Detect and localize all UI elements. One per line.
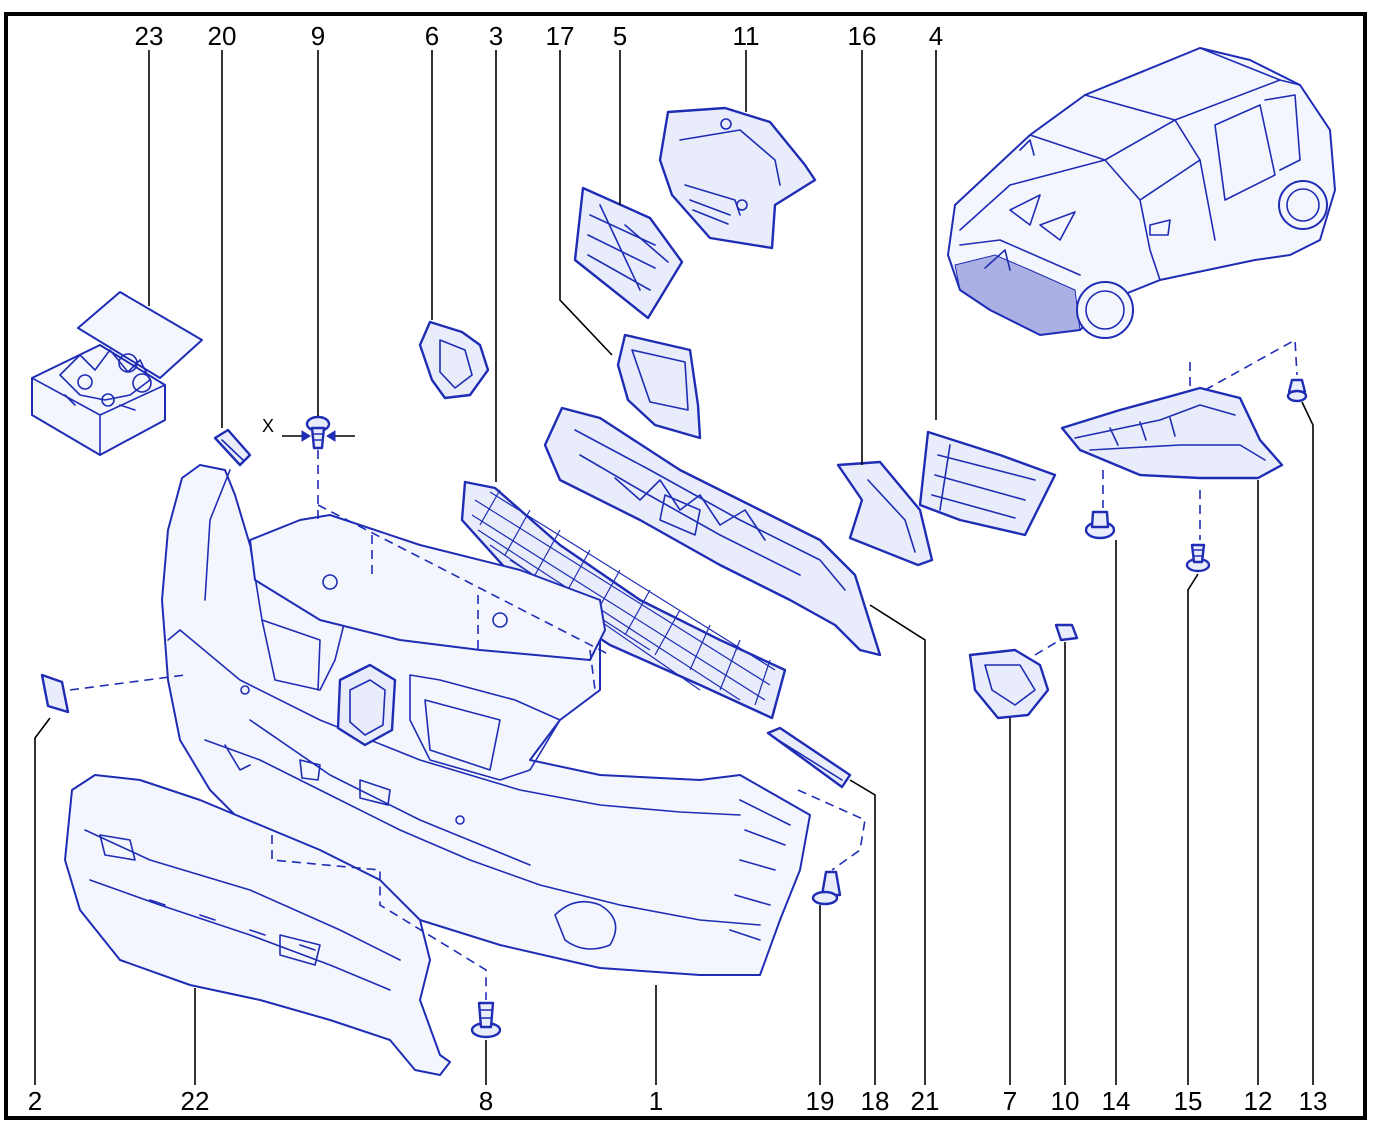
callout-6: 6 — [425, 21, 439, 51]
callout-7: 7 — [1003, 1086, 1017, 1116]
assembly-lines — [69, 338, 1298, 1000]
part-18-strip — [766, 726, 852, 789]
part-17-bracket — [616, 333, 702, 440]
callout-2: 2 — [28, 1086, 42, 1116]
diagram-frame — [4, 12, 1367, 1120]
part-2-clip — [40, 673, 70, 714]
part-21-grille-frame — [543, 406, 882, 657]
callout-4: 4 — [929, 21, 943, 51]
callout-20: 20 — [208, 21, 237, 51]
callout-12: 12 — [1244, 1086, 1273, 1116]
callout-9: 9 — [311, 21, 325, 51]
part-22-skid-plate — [64, 774, 451, 1076]
callout-16: 16 — [848, 21, 877, 51]
callout-labels: 23 20 9 6 3 17 5 11 16 4 2 22 8 1 19 18 … — [28, 21, 1328, 1116]
part-11-air-deflector — [658, 106, 817, 250]
part-14-push-clip — [1084, 510, 1116, 540]
part-5-grille-insert — [573, 186, 684, 320]
part-6-bracket — [418, 320, 490, 400]
callout-11: 11 — [733, 21, 760, 51]
callout-21: 21 — [911, 1086, 940, 1116]
part-9-screw: X — [262, 415, 355, 450]
part-20-clip — [213, 428, 252, 467]
callout-13: 13 — [1299, 1086, 1328, 1116]
bumper-top-panel — [249, 514, 606, 661]
callout-10: 10 — [1051, 1086, 1080, 1116]
part-4-grille-insert — [918, 430, 1057, 537]
callout-18: 18 — [861, 1086, 890, 1116]
part-16-side-bracket — [836, 460, 934, 567]
part-15-screw — [1185, 543, 1211, 573]
callout-8: 8 — [479, 1086, 493, 1116]
callout-15: 15 — [1174, 1086, 1203, 1116]
part-12-air-deflector — [1060, 386, 1284, 480]
callout-19: 19 — [806, 1086, 835, 1116]
callout-1: 1 — [649, 1086, 663, 1116]
callout-3: 3 — [489, 21, 503, 51]
dimension-x-label: X — [262, 416, 274, 436]
part-7-bracket — [968, 648, 1050, 720]
part-10-clip — [1054, 623, 1079, 642]
part-13-clip — [1286, 378, 1308, 403]
callout-5: 5 — [613, 21, 627, 51]
callout-22: 22 — [181, 1086, 210, 1116]
part-19-bolt — [811, 870, 842, 906]
car-illustration — [947, 47, 1336, 339]
leader-lines — [34, 50, 1314, 1085]
part-23-fastener-kit-box — [31, 291, 203, 456]
callout-17: 17 — [546, 21, 575, 51]
callout-14: 14 — [1102, 1086, 1131, 1116]
part-8-screw — [470, 1001, 502, 1039]
callout-23: 23 — [135, 21, 164, 51]
